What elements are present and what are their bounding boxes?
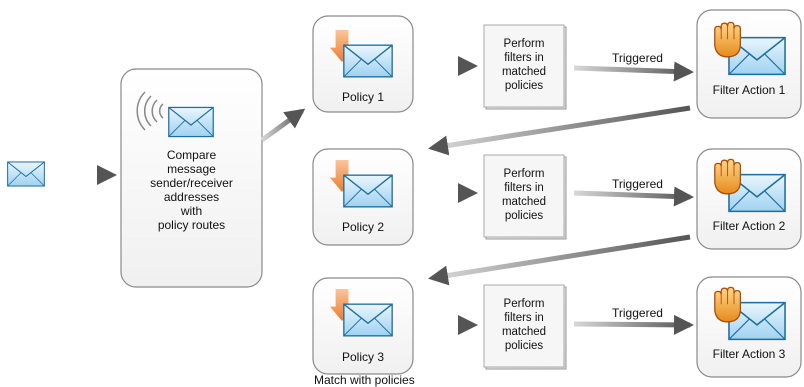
filter-3-line-4: policies <box>504 340 544 352</box>
stop-hand-icon <box>714 158 742 195</box>
return-arrow-1-to-policy-2 <box>428 105 691 156</box>
compare-line-4: addresses <box>163 190 220 204</box>
policy-2-label: Policy 2 <box>341 220 385 234</box>
policy-3-envelope-icon <box>343 303 393 337</box>
filter-3-line-2: filters in <box>504 312 544 324</box>
filter-box-2-text: Perform filters in matched policies <box>484 167 564 223</box>
filter-2-line-2: filters in <box>504 182 544 194</box>
policy-3-label: Policy 3 <box>341 350 385 364</box>
compare-line-6: policy routes <box>157 218 226 232</box>
policy-1-envelope-icon <box>343 44 393 78</box>
wireless-signal-icon <box>136 91 164 131</box>
filter-1-line-3: matched <box>501 66 547 78</box>
filter-1-line-1: Perform <box>503 38 545 50</box>
compare-line-5: with <box>180 204 203 218</box>
filter-action-3-label: Filter Action 3 <box>712 347 786 361</box>
return-arrow-2-to-policy-3 <box>428 234 691 286</box>
compare-node <box>120 68 263 288</box>
filter-box-1 <box>483 24 567 110</box>
match-with-policies-caption: Match with policies <box>314 373 415 387</box>
filter-2-line-1: Perform <box>503 168 545 180</box>
filter-1-line-2: filters in <box>504 52 544 64</box>
filter-box-1-text: Perform filters in matched policies <box>484 37 564 93</box>
arrow-to-policy-1 <box>260 108 306 143</box>
triggered-label-1: Triggered <box>612 51 663 65</box>
filter-box-2 <box>483 154 567 240</box>
triggered-arrow-2 <box>573 186 694 207</box>
filter-3-line-3: matched <box>501 326 547 338</box>
stop-hand-icon <box>714 286 742 323</box>
source-envelope-icon <box>7 161 45 187</box>
filter-1-line-4: policies <box>504 80 544 92</box>
compare-line-1: Compare <box>166 148 217 162</box>
stop-hand-icon <box>714 21 742 58</box>
policy-1-label: Policy 1 <box>341 90 385 104</box>
filter-box-3 <box>483 284 567 370</box>
compare-line-3: sender/receiver <box>150 176 233 190</box>
triggered-arrow-3 <box>573 314 694 335</box>
filter-action-1-label: Filter Action 1 <box>712 83 786 97</box>
triggered-arrow-1 <box>573 61 694 82</box>
compare-node-text: Compare message sender/receiver addresse… <box>126 148 257 232</box>
compare-envelope-icon <box>168 106 214 138</box>
filter-3-line-1: Perform <box>503 298 545 310</box>
triggered-label-3: Triggered <box>612 306 663 320</box>
triggered-label-2: Triggered <box>612 177 663 191</box>
filter-2-line-4: policies <box>504 210 544 222</box>
filter-box-3-text: Perform filters in matched policies <box>484 297 564 353</box>
filter-2-line-3: matched <box>501 196 547 208</box>
policy-2-envelope-icon <box>343 174 393 208</box>
filter-action-2-label: Filter Action 2 <box>712 219 786 233</box>
compare-line-2: message <box>167 162 216 176</box>
